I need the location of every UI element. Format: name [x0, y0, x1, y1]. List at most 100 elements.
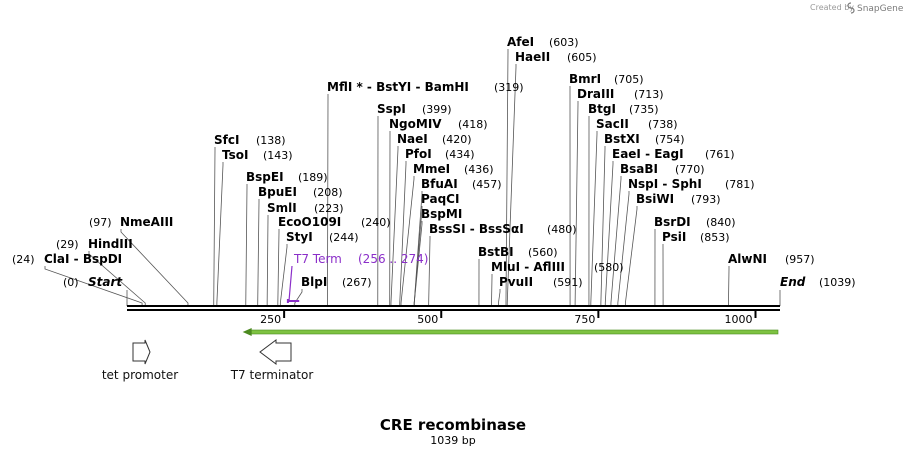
site-name[interactable]: DraIII: [577, 87, 614, 101]
site-leader-line: [590, 131, 598, 306]
site-name[interactable]: BpuEI: [258, 185, 297, 199]
site-name[interactable]: AlwNI: [728, 252, 767, 266]
site-position: (97): [89, 216, 112, 229]
site-leader-line: [213, 147, 216, 306]
site-name[interactable]: BstBI: [478, 245, 514, 259]
site-name[interactable]: NaeI: [397, 132, 428, 146]
site-name[interactable]: SacII: [596, 117, 629, 131]
site-position: (138): [256, 134, 286, 147]
site-position: (399): [422, 103, 452, 116]
site-position: (781): [725, 178, 755, 191]
site-name[interactable]: BspEI: [246, 170, 284, 184]
site-leader-line: [604, 161, 614, 306]
start-label: Start: [88, 275, 123, 289]
site-position: (713): [634, 88, 664, 101]
site-leader-lines: [44, 49, 781, 306]
site-position: (840): [706, 216, 736, 229]
site-position: (267): [342, 276, 372, 289]
end-position: (1039): [819, 276, 856, 289]
site-name[interactable]: PaqCI: [421, 192, 459, 206]
tick-label: 250: [260, 313, 281, 326]
site-name[interactable]: BmrI: [569, 72, 601, 86]
site-name[interactable]: BstXI: [604, 132, 640, 146]
site-name[interactable]: NspI - SphI: [628, 177, 702, 191]
site-position: (957): [785, 253, 815, 266]
site-name[interactable]: ClaI - BspDI: [44, 252, 122, 266]
site-position: (240): [361, 216, 391, 229]
site-leader-line: [266, 215, 269, 306]
site-name[interactable]: BsiWI: [636, 192, 674, 206]
site-name[interactable]: EcoO109I: [278, 215, 341, 229]
site-position: (793): [691, 193, 721, 206]
site-name[interactable]: NmeAIII: [120, 215, 173, 229]
site-name[interactable]: PsiI: [662, 230, 686, 244]
site-name[interactable]: EaeI - EagI: [612, 147, 684, 161]
site-name[interactable]: BlpI: [301, 275, 327, 289]
feature-tet-promoter[interactable]: tet promoter: [102, 339, 178, 382]
orf-arrow[interactable]: [242, 328, 779, 336]
site-leader-line: [505, 49, 509, 306]
tick-label: 750: [574, 313, 595, 326]
site-name[interactable]: BssSI - BssSαI: [429, 222, 524, 236]
site-name[interactable]: SfcI: [214, 133, 239, 147]
site-leader-line: [498, 289, 501, 306]
promoter-arrow-icon: [132, 339, 151, 365]
site-position: (143): [263, 149, 293, 162]
site-name[interactable]: BfuAI: [421, 177, 458, 191]
site-name[interactable]: BtgI: [588, 102, 616, 116]
site-name[interactable]: SmlI: [267, 201, 297, 215]
primer-t7-term[interactable]: T7 Term (256 .. 274): [286, 252, 429, 303]
site-name[interactable]: NgoMIV: [389, 117, 442, 131]
site-leader-line: [120, 229, 189, 306]
site-name[interactable]: HaeII: [515, 50, 550, 64]
site-position: (705): [614, 73, 644, 86]
primer-name: T7 Term: [293, 252, 342, 266]
sequence-length: 1039 bp: [430, 434, 475, 447]
site-name[interactable]: MmeI: [413, 162, 450, 176]
site-position: (319): [494, 81, 524, 94]
snapgene-brand: SnapGene: [857, 4, 904, 14]
site-position: (189): [298, 171, 328, 184]
site-name[interactable]: BsrDI: [654, 215, 691, 229]
end-label: End: [780, 275, 806, 289]
site-name[interactable]: MluI - AflIII: [491, 260, 565, 274]
site-position: (418): [458, 118, 488, 131]
site-name[interactable]: PfoI: [405, 147, 432, 161]
site-leader-line: [277, 229, 280, 306]
site-leader-line: [294, 289, 303, 306]
feature-t7-terminator[interactable]: T7 terminator: [230, 339, 314, 382]
site-leader-line: [728, 266, 730, 306]
site-position: (434): [445, 148, 475, 161]
site-position: (603): [549, 36, 579, 49]
map-title: CRE recombinase: [380, 416, 526, 434]
site-name[interactable]: BsaBI: [620, 162, 658, 176]
site-leader-line: [428, 236, 431, 306]
terminator-arrow-icon: [259, 339, 292, 365]
feature-label: tet promoter: [102, 368, 178, 382]
site-name[interactable]: TsoI: [222, 148, 248, 162]
site-position: (605): [567, 51, 597, 64]
site-position: (457): [472, 178, 502, 191]
site-position: (770): [675, 163, 705, 176]
site-position: (580): [594, 261, 624, 274]
site-name[interactable]: PvuII: [499, 275, 533, 289]
site-position: (223): [314, 202, 344, 215]
site-name[interactable]: AfeI: [507, 35, 534, 49]
site-name[interactable]: HindIII: [88, 237, 133, 251]
site-position: (735): [629, 103, 659, 116]
primer-range: (256 .. 274): [358, 252, 428, 266]
site-leader-line: [413, 221, 423, 306]
site-leader-line: [88, 251, 146, 306]
site-leader-line: [44, 266, 143, 306]
site-name[interactable]: BspMI: [421, 207, 462, 221]
site-leader-line: [390, 146, 399, 306]
site-name[interactable]: MflI * - BstYI - BamHI: [327, 80, 469, 94]
site-name[interactable]: StyI: [286, 230, 313, 244]
site-position: (738): [648, 118, 678, 131]
site-position: (560): [528, 246, 558, 259]
site-leader-line: [245, 184, 248, 306]
snapgene-logo-icon: [847, 2, 855, 14]
site-name[interactable]: SspI: [377, 102, 406, 116]
site-leader-line: [624, 206, 638, 306]
